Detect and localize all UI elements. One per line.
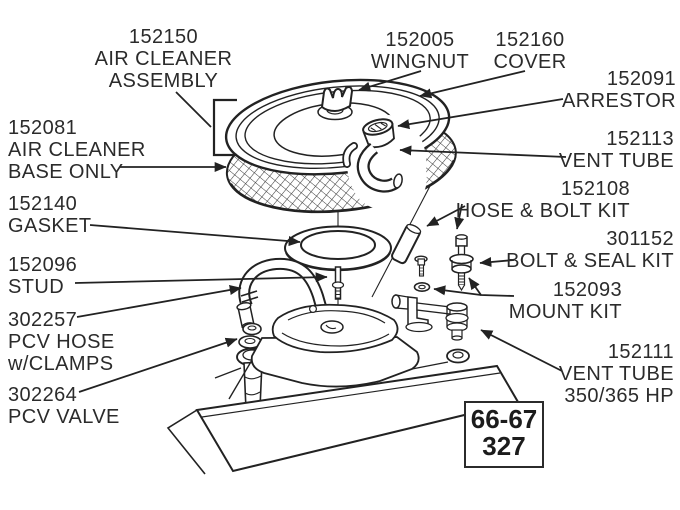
- part-number: 302257: [8, 309, 78, 331]
- part-name-line: 350/365 HP: [564, 385, 674, 407]
- stud-drawing: [331, 266, 345, 300]
- part-name-line: COVER: [493, 51, 567, 73]
- part-name-line: VENT TUBE: [558, 150, 674, 172]
- part-name-line: BASE ONLY: [8, 161, 124, 183]
- part-label-gasket: 152140 GASKET: [8, 193, 158, 237]
- part-name-line: VENT TUBE: [558, 363, 674, 385]
- part-name-line: ARRESTOR: [562, 90, 676, 112]
- part-number: 152113: [606, 128, 674, 150]
- part-name-line: STUD: [8, 276, 65, 298]
- bolt-seal-drawing: [449, 234, 474, 292]
- part-number: 152108: [560, 178, 630, 200]
- part-label-wingnut: 152005 WINGNUT: [355, 29, 485, 73]
- assembly-bracket: [212, 98, 237, 157]
- part-number: 152096: [8, 254, 78, 276]
- leader-bolt-seal: [479, 256, 515, 268]
- air-cleaner-drawing: [212, 78, 457, 214]
- leader-arrestor: [397, 98, 564, 130]
- part-number: 302264: [8, 384, 78, 406]
- leader-assembly: [175, 91, 212, 128]
- part-number: 301152: [606, 228, 674, 250]
- hose-drawing: [391, 223, 422, 265]
- part-label-air-cleaner-assembly: 152150 AIR CLEANER ASSEMBLY: [66, 26, 261, 92]
- leader-vent-tube-350: [480, 329, 563, 372]
- part-name-line: w/CLAMPS: [8, 353, 114, 375]
- leader-vent-tube: [399, 145, 567, 158]
- leader-wingnut: [358, 70, 422, 92]
- part-name-line: WINGNUT: [370, 51, 470, 73]
- part-number: 152005: [385, 29, 455, 51]
- leader-mount-b: [433, 285, 482, 296]
- part-label-bolt-seal-kit: 301152 BOLT & SEAL KIT: [474, 228, 674, 272]
- part-number: 152093: [552, 279, 622, 301]
- part-label-vent-tube-350: 152111 VENT TUBE 350/365 HP: [494, 341, 674, 407]
- carburetor-drawing: [214, 303, 449, 431]
- badge-engine: 327: [482, 431, 526, 461]
- leader-pcv-valve: [78, 337, 238, 393]
- part-number: 152111: [607, 341, 674, 363]
- part-name-line: HOSE & BOLT KIT: [455, 200, 630, 222]
- part-number: 152160: [495, 29, 565, 51]
- vent-tube-drawing: [342, 142, 403, 193]
- part-name-line: BOLT & SEAL KIT: [506, 250, 674, 272]
- wingnut-drawing: [320, 86, 354, 113]
- leader-cover: [419, 70, 526, 99]
- part-name-line: PCV VALVE: [8, 406, 120, 428]
- part-number: 152140: [8, 193, 78, 215]
- gasket-drawing: [284, 225, 392, 272]
- part-name-line: MOUNT KIT: [508, 301, 622, 323]
- part-name-line: ASSEMBLY: [108, 70, 219, 92]
- leader-hose-kit-b: [454, 203, 465, 230]
- part-name-line: PCV HOSE: [8, 331, 115, 353]
- leader-gasket: [89, 224, 301, 247]
- leader-pcv-hose: [76, 285, 242, 318]
- part-label-stud: 152096 STUD: [8, 254, 158, 298]
- badge-years: 66-67: [470, 404, 538, 434]
- model-year-badge: 66-67 327: [464, 401, 544, 468]
- part-name-line: AIR CLEANER: [8, 139, 146, 161]
- part-label-cover: 152160 COVER: [465, 29, 595, 73]
- part-label-hose-bolt-kit: 152108 HOSE & BOLT KIT: [430, 178, 630, 222]
- part-label-base-only: 152081 AIR CLEANER BASE ONLY: [8, 117, 188, 183]
- leader-stud: [74, 272, 328, 284]
- part-label-pcv-hose: 302257 PCV HOSE w/CLAMPS: [8, 309, 168, 375]
- part-number: 152150: [128, 26, 199, 48]
- part-label-mount-kit: 152093 MOUNT KIT: [442, 279, 622, 323]
- part-number: 152081: [8, 117, 78, 139]
- part-name-line: AIR CLEANER: [94, 48, 233, 70]
- leader-hose-kit-a: [426, 205, 466, 227]
- leader-lines: [74, 70, 567, 393]
- part-number: 152091: [606, 68, 676, 90]
- mount-kit-drawing: [391, 255, 469, 341]
- part-name-line: GASKET: [8, 215, 92, 237]
- part-label-arrestor: 152091 ARRESTOR: [496, 68, 676, 112]
- part-label-pcv-valve: 302264 PCV VALVE: [8, 384, 168, 428]
- part-label-vent-tube: 152113 VENT TUBE: [494, 128, 674, 172]
